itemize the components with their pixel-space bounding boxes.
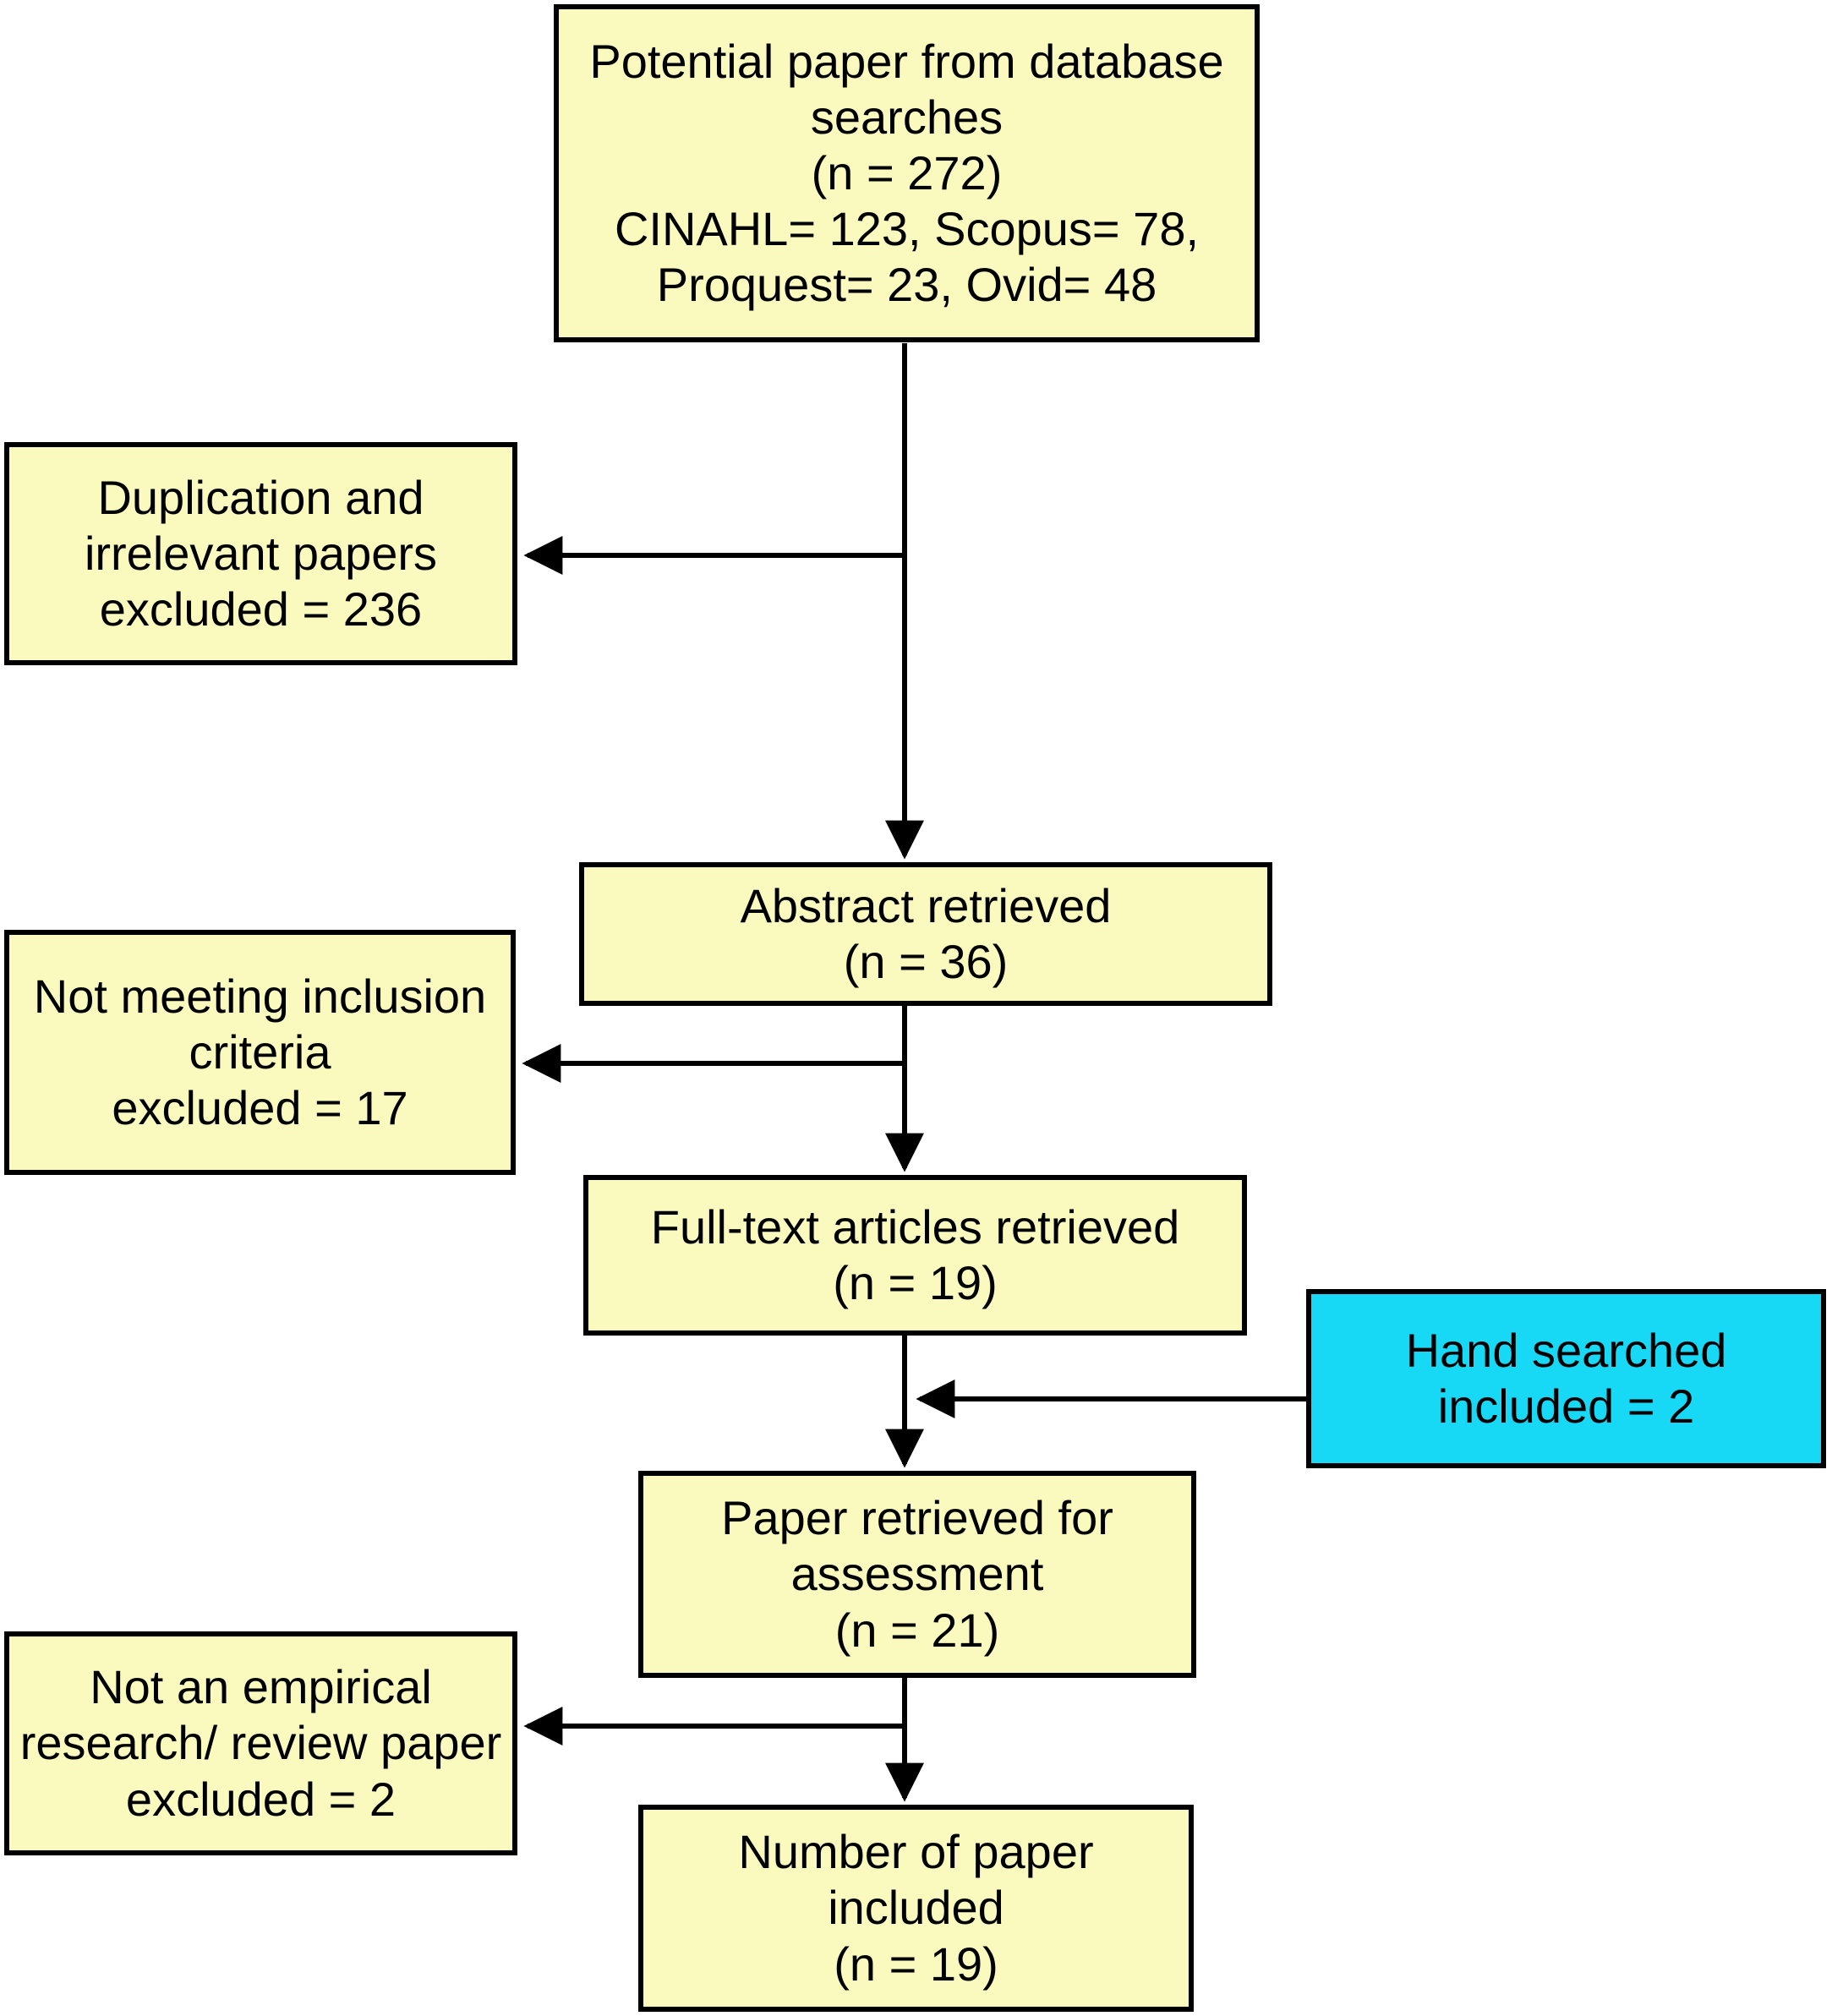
node-papers-included: Number of paper included (n = 19) bbox=[638, 1805, 1194, 2012]
node-not-meeting-criteria-label: Not meeting inclusion criteria excluded … bbox=[33, 969, 487, 1135]
node-not-empirical-excluded-label: Not an empirical research/ review paper … bbox=[19, 1660, 502, 1826]
node-duplication-excluded-label: Duplication and irrelevant papers exclud… bbox=[84, 470, 438, 636]
node-potential-papers: Potential paper from database searches (… bbox=[554, 4, 1260, 342]
node-not-empirical-excluded: Not an empirical research/ review paper … bbox=[4, 1631, 517, 1855]
node-papers-included-label: Number of paper included (n = 19) bbox=[738, 1825, 1094, 1991]
node-paper-assessment-label: Paper retrieved for assessment (n = 21) bbox=[721, 1491, 1113, 1657]
node-hand-searched: Hand searched included = 2 bbox=[1306, 1289, 1826, 1468]
node-potential-papers-label: Potential paper from database searches (… bbox=[589, 34, 1224, 312]
node-abstract-retrieved-label: Abstract retrieved (n = 36) bbox=[740, 878, 1112, 988]
node-full-text-retrieved: Full-text articles retrieved (n = 19) bbox=[583, 1175, 1247, 1336]
node-not-meeting-criteria: Not meeting inclusion criteria excluded … bbox=[4, 930, 516, 1175]
node-abstract-retrieved: Abstract retrieved (n = 36) bbox=[579, 862, 1272, 1006]
node-paper-assessment: Paper retrieved for assessment (n = 21) bbox=[638, 1471, 1196, 1678]
node-full-text-retrieved-label: Full-text articles retrieved (n = 19) bbox=[650, 1199, 1180, 1309]
node-hand-searched-label: Hand searched included = 2 bbox=[1405, 1323, 1727, 1433]
node-duplication-excluded: Duplication and irrelevant papers exclud… bbox=[4, 442, 517, 665]
